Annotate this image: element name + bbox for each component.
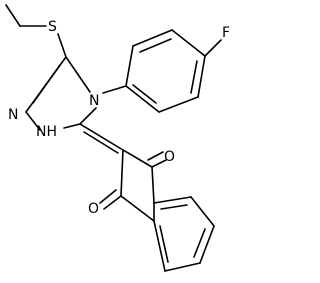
bond-n1-c5 xyxy=(63,123,81,129)
bond-s-ring-c3 xyxy=(57,33,67,58)
bond-bz-inner-1 xyxy=(160,204,188,210)
bond-ph-inner-3 xyxy=(132,84,157,104)
bond-ph-c1-c2 xyxy=(125,45,134,87)
bond-c3-o-bottom-inner xyxy=(99,189,117,204)
bond-ph-c3-c4 xyxy=(171,29,206,57)
structure-canvas: S F N N NH O O xyxy=(5,4,230,272)
molecule-structure: S F N N NH O O xyxy=(5,4,230,272)
atom-label-oxygen-bottom: O xyxy=(88,201,99,217)
bond-ph-c6-c1 xyxy=(125,85,160,113)
bond-bz-inner-3 xyxy=(159,225,169,263)
bond-c3-n2-double-inner xyxy=(32,64,61,104)
bond-bz-c5-c4 xyxy=(164,262,201,272)
atom-label-oxygen-top: O xyxy=(164,149,175,165)
bond-c3-c3a xyxy=(120,195,155,222)
bond-c-f xyxy=(204,39,222,57)
bond-n2-n1 xyxy=(25,111,41,131)
atom-label-n2: N xyxy=(8,107,18,123)
bond-c2-c3 xyxy=(120,149,124,197)
bond-c5-c2-double-inner xyxy=(83,131,119,154)
bond-ethyl-ch3-ch2 xyxy=(5,4,21,27)
atom-label-n1-h: NH xyxy=(36,124,57,140)
bond-ph-inner-1 xyxy=(139,38,172,53)
bond-ph-c5-c6 xyxy=(158,96,199,113)
bond-c3-n4 xyxy=(65,56,91,93)
bond-ph-inner-2 xyxy=(190,60,198,94)
bond-c1-c7a xyxy=(151,166,155,204)
bond-bz-c7a-c7 xyxy=(153,196,192,204)
bond-ph-c2-c3 xyxy=(132,29,173,47)
bond-n4-aryl xyxy=(102,85,127,94)
atom-label-sulfur: S xyxy=(48,19,57,35)
bond-c5-c2-double xyxy=(79,123,124,151)
bond-c1-o-top-inner xyxy=(147,151,164,161)
bond-ph-c4-c5 xyxy=(197,55,206,98)
atom-label-n4: N xyxy=(89,93,99,109)
bond-bz-inner-2 xyxy=(193,228,206,258)
bond-bz-c7-c6 xyxy=(190,196,215,227)
bond-bz-c4-c3a xyxy=(153,220,166,272)
bond-c2-c1 xyxy=(122,149,153,168)
bond-n4-c5 xyxy=(79,107,97,125)
bond-c1-o-top xyxy=(151,159,167,168)
atom-label-fluorine: F xyxy=(222,25,230,41)
bond-bz-c6-c5 xyxy=(199,225,215,264)
bond-c3-o-bottom xyxy=(103,195,122,210)
